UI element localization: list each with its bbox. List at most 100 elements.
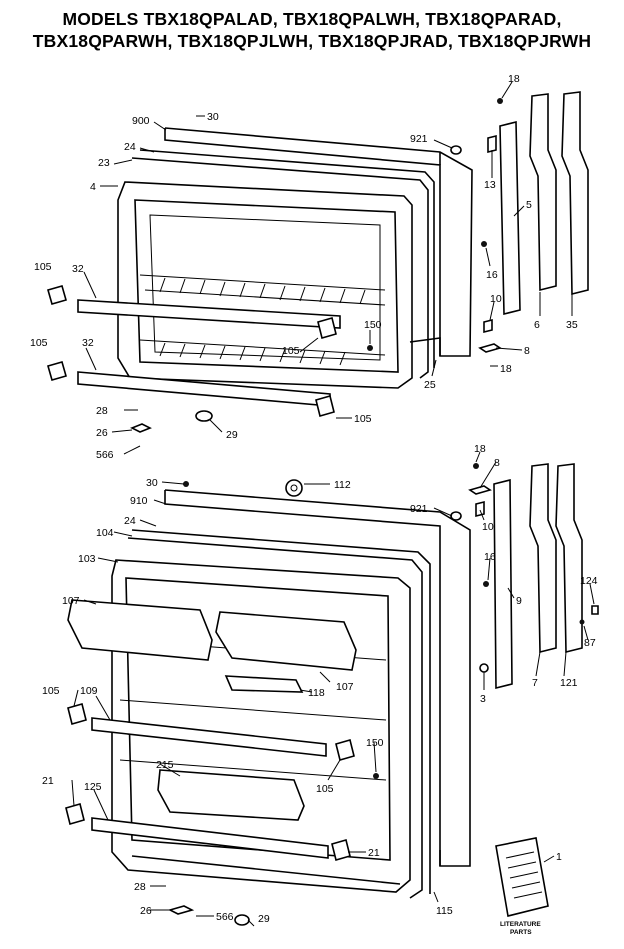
- callout-4: 4: [90, 181, 96, 193]
- callout-24-upper: 24: [124, 141, 136, 153]
- callout-28-lower: 28: [134, 881, 146, 893]
- callout-6: 6: [534, 319, 540, 331]
- screw-18-lower: [473, 463, 479, 469]
- screw-87: [579, 619, 585, 625]
- callout-23: 23: [98, 157, 110, 169]
- callout-numbers: 30 900 24 23 4 921 18 13 5 16 10 8 18 6 …: [30, 73, 598, 925]
- fresh-food-handle-parts: [450, 463, 599, 917]
- callout-18-top: 18: [508, 73, 520, 85]
- shelf-cap-105-left: [67, 703, 87, 725]
- door-shelf-bar-109: [91, 717, 327, 757]
- fresh-food-gasket: [127, 537, 423, 899]
- callout-910: 910: [130, 495, 148, 507]
- callout-25: 25: [424, 379, 436, 391]
- callout-13: 13: [484, 179, 496, 191]
- callout-115: 115: [436, 905, 453, 917]
- callout-124: 124: [580, 575, 598, 587]
- callout-18-mid: 18: [500, 363, 512, 375]
- callout-150-upper: 150: [364, 319, 382, 331]
- callout-28-upper: 28: [96, 405, 108, 417]
- plug-921-upper: [450, 145, 462, 155]
- callout-125: 125: [84, 781, 102, 793]
- freezer-door-liner: [117, 181, 413, 389]
- callout-21-right: 21: [368, 847, 380, 859]
- handle-bracket-9: [493, 478, 513, 690]
- screw-18-top: [497, 98, 503, 104]
- callout-26-lower: 26: [140, 905, 152, 917]
- callout-32-lower: 32: [82, 337, 94, 349]
- handle-bracket-5: [499, 120, 521, 316]
- part-10-upper: [483, 318, 493, 334]
- callout-104: 104: [96, 527, 114, 539]
- callout-10-upper: 10: [490, 293, 502, 305]
- part-3: [479, 663, 489, 673]
- callout-21-left: 21: [42, 775, 54, 787]
- callout-105-fresh-right: 105: [316, 783, 334, 795]
- handle-7: [529, 463, 557, 654]
- callout-8-lower: 8: [494, 457, 500, 469]
- callout-105-upper-left: 105: [34, 261, 52, 273]
- callout-30-lower: 30: [146, 477, 158, 489]
- literature-parts-booklet: [495, 837, 549, 917]
- callout-103: 103: [78, 553, 96, 565]
- callout-29-upper: 29: [226, 429, 238, 441]
- callout-7: 7: [532, 677, 538, 689]
- callout-30-upper: 30: [207, 111, 219, 123]
- bin-107-right: [215, 611, 357, 671]
- screw-150-lower: [373, 773, 379, 779]
- part-124: [591, 605, 599, 615]
- clip-26-lower: [167, 905, 195, 915]
- callout-18-lower: 18: [474, 443, 486, 455]
- fresh-food-door-assembly: [65, 479, 471, 926]
- callout-9: 9: [516, 595, 522, 607]
- callout-29-lower: 29: [258, 913, 270, 925]
- callout-16-upper: 16: [486, 269, 498, 281]
- callout-87: 87: [584, 637, 596, 649]
- models-title-line-1: MODELS TBX18QPALAD, TBX18QPALWH, TBX18QP…: [62, 9, 562, 29]
- callout-1: 1: [556, 851, 562, 863]
- callout-150-lower: 150: [366, 737, 384, 749]
- callout-16-lower: 16: [484, 551, 496, 563]
- freezer-gasket: [131, 157, 429, 379]
- part-13: [487, 134, 497, 154]
- freezer-handle-parts: [450, 91, 589, 353]
- callout-121: 121: [560, 677, 578, 689]
- clip-26: [130, 423, 152, 433]
- freezer-shelf-bar-lower: [77, 371, 331, 407]
- shelf-cap-21-left: [65, 803, 85, 825]
- callout-107-right: 107: [336, 681, 354, 693]
- part-10-lower: [475, 500, 485, 518]
- screw-16-lower: [483, 581, 489, 587]
- literature-label-line-2: PARTS: [510, 929, 532, 936]
- shelf-cap-105-lower-right: [315, 395, 335, 417]
- bin-215: [157, 769, 305, 821]
- screw-150: [367, 345, 373, 351]
- callout-118: 118: [308, 687, 325, 699]
- plug-29-lower: [234, 914, 250, 926]
- shelf-cap-105-upper-left: [47, 285, 67, 305]
- shelf-cap-105-lower-left: [47, 361, 67, 381]
- callout-10-lower: 10: [482, 521, 494, 533]
- shelf-cap-105-right: [335, 739, 355, 761]
- callout-105-fresh-left: 105: [42, 685, 60, 697]
- literature-label-line-1: LITERATURE: [500, 921, 541, 928]
- models-title-line-2: TBX18QPARWH, TBX18QPJLWH, TBX18QPJRAD, T…: [32, 31, 592, 51]
- handle-6: [529, 93, 557, 292]
- door-shelf-bar-125: [91, 817, 329, 859]
- freezer-door-assembly: [47, 127, 473, 433]
- bin-107-left: [67, 599, 213, 661]
- callout-26-upper: 26: [96, 427, 108, 439]
- handle-121: [555, 463, 583, 654]
- shelf-cap-21-right: [331, 839, 351, 861]
- callout-107-left: 107: [62, 595, 80, 607]
- screw-30-lower: [183, 481, 189, 487]
- handle-35: [561, 91, 589, 296]
- fresh-food-door-liner: [111, 559, 411, 893]
- part-8-lower: [468, 485, 492, 495]
- freezer-shelf-bar-upper: [77, 299, 341, 329]
- callout-35: 35: [566, 319, 578, 331]
- callout-900: 900: [132, 115, 150, 127]
- leader-lines: [71, 81, 595, 927]
- callout-105-center: 105: [282, 345, 300, 357]
